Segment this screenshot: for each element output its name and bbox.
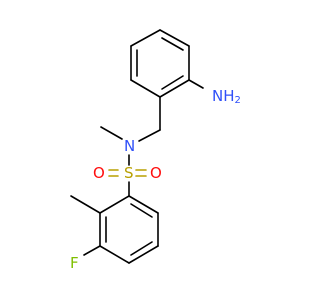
sulfur-label: S: [124, 164, 134, 182]
oxygen-right-label: O: [150, 164, 162, 182]
structure-svg: NH2 N S O O F: [70, 29, 241, 272]
molecule-diagram: NH2 N S O O F: [70, 29, 241, 272]
fluorotoluene-ring: [99, 195, 159, 264]
bond: [130, 79, 161, 98]
amide-nitrogen-label: N: [124, 137, 135, 155]
double-bond: [130, 203, 153, 218]
bond: [159, 29, 190, 47]
bond-ring-methyl: [70, 195, 101, 214]
double-bond: [161, 37, 184, 51]
double-bond: [161, 75, 184, 90]
fluorine-label: F: [70, 254, 79, 272]
bond-ring-f: [83, 245, 101, 256]
bond: [128, 245, 159, 264]
bond-ch2-n: [138, 129, 161, 142]
bond: [128, 195, 159, 214]
bond-to-amine: [188, 79, 204, 89]
amine-nitrogen-label: NH2: [212, 87, 241, 106]
bond-n-methyl: [100, 126, 123, 140]
double-bond: [130, 241, 153, 256]
oxygen-left-label: O: [93, 164, 105, 182]
bond: [99, 195, 130, 214]
aniline-ring: [130, 29, 190, 98]
bond: [99, 245, 130, 264]
bond: [159, 79, 190, 98]
bond: [130, 29, 161, 47]
